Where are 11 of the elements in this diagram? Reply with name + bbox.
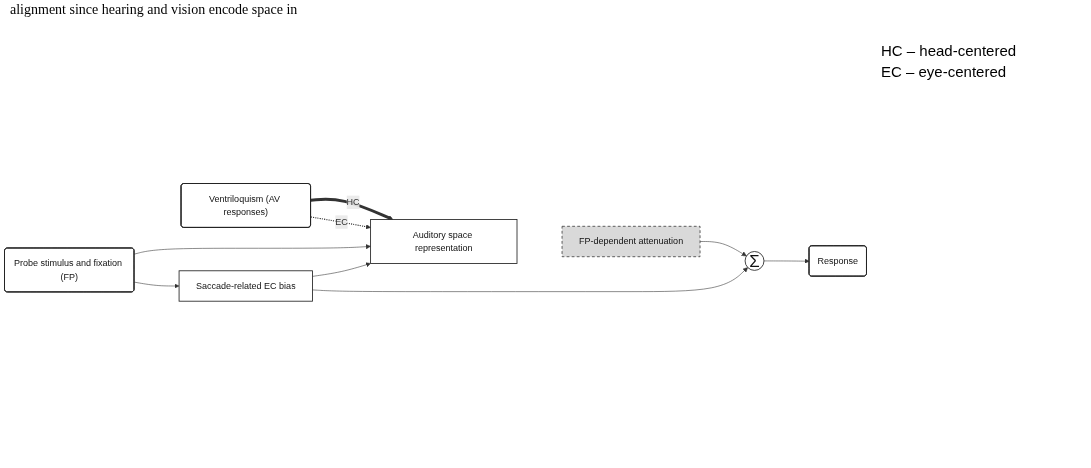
body-text: alignment since hearing and vision encode space in [10,2,299,18]
edge-label: HC [346,196,360,207]
node-box: Saccade-related EC bias [178,270,313,302]
edge-label: EC [335,216,348,227]
abbreviation-note: EC – eye-centered [881,63,1008,80]
arrow [310,197,394,220]
node-box: FP-dependent attenuation [561,225,701,257]
abbreviation-note: HC – head-centered [881,42,1018,59]
node-box: Auditory space representation [370,218,518,264]
arrow [310,216,371,229]
node-circle: Σ [744,250,765,271]
